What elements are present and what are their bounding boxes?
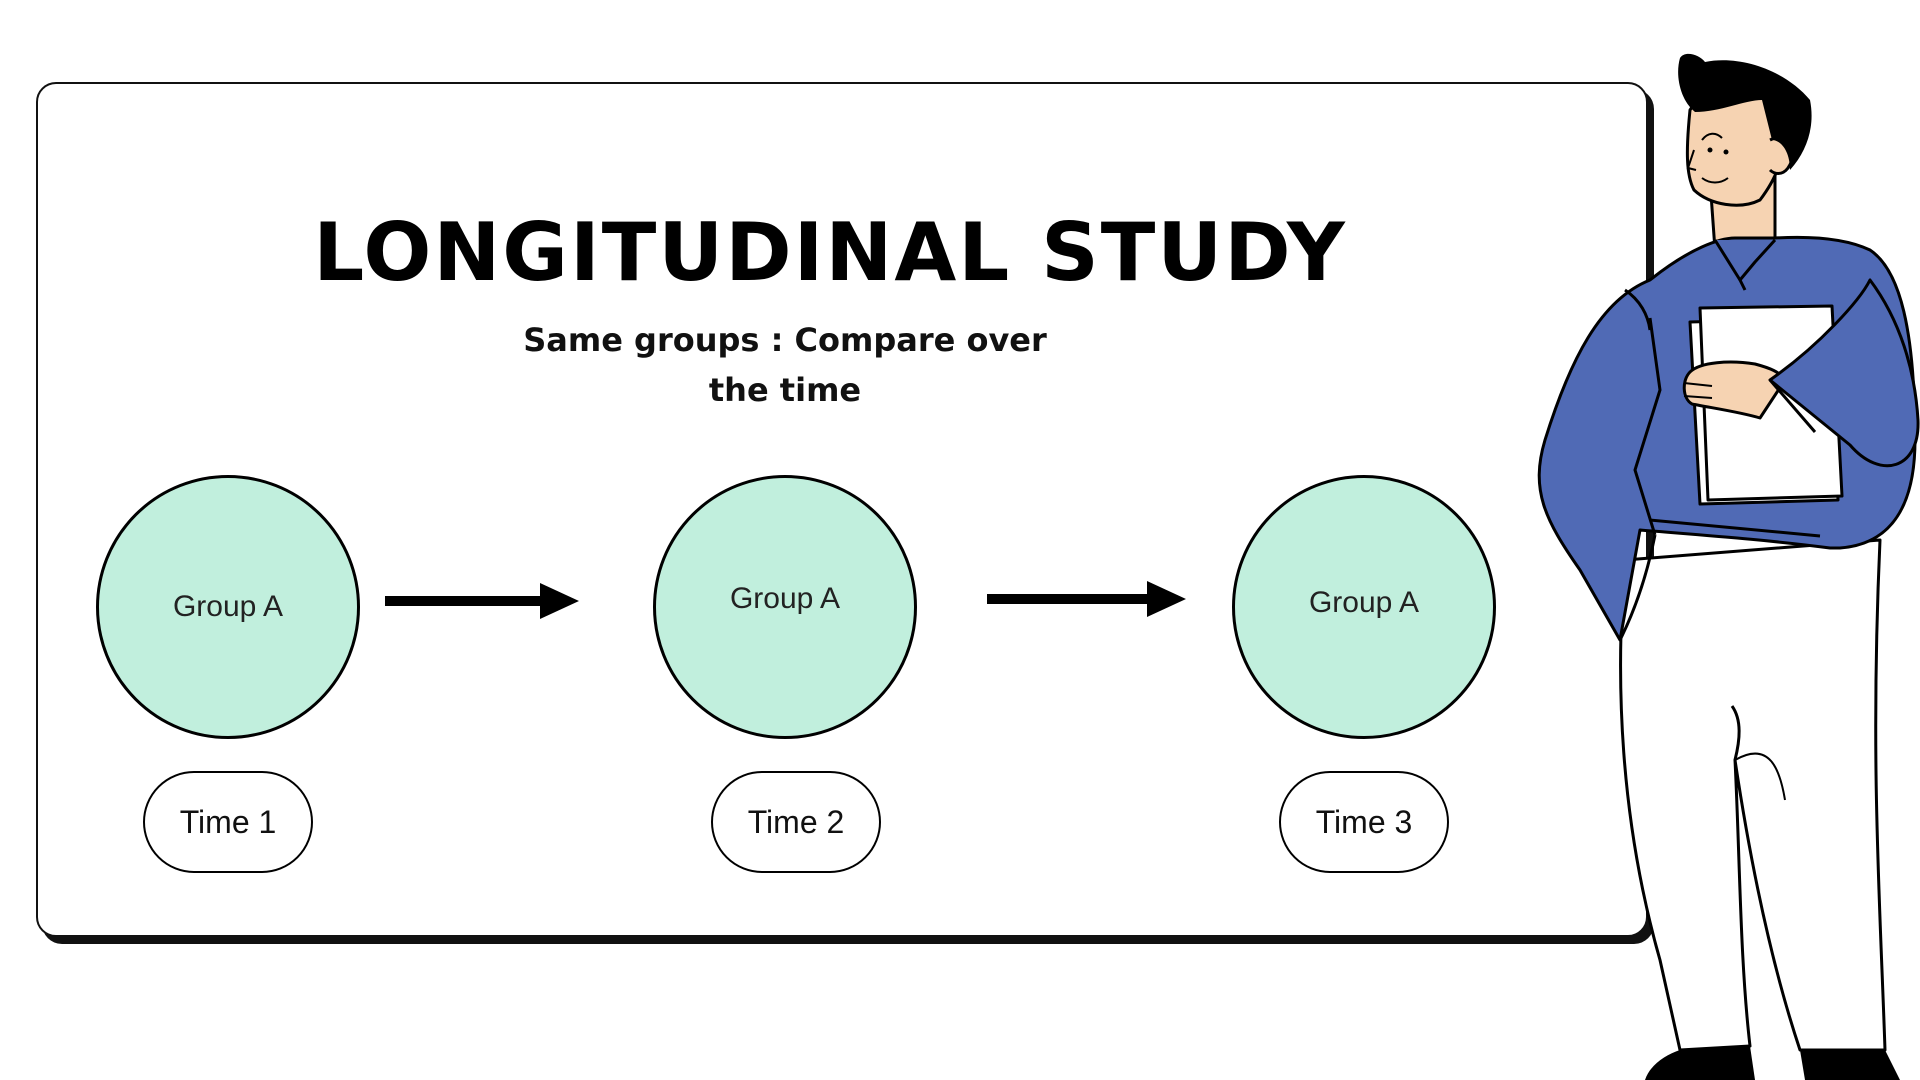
time-pill-2: Time 2 <box>711 771 881 873</box>
right-arrow-icon <box>987 578 1187 620</box>
time-pill-3-label: Time 3 <box>1316 804 1413 841</box>
group-node-3: Group A <box>1232 475 1496 739</box>
group-node-1: Group A <box>96 475 360 739</box>
time-pill-1: Time 1 <box>143 771 313 873</box>
group-node-3-label: Group A <box>1309 586 1419 620</box>
group-node-1-label: Group A <box>173 590 283 624</box>
time-pill-2-label: Time 2 <box>748 804 845 841</box>
person-holding-folder-icon <box>1530 50 1920 1080</box>
diagram-title: LONGITUDINAL STUDY <box>300 205 1360 301</box>
time-pill-3: Time 3 <box>1279 771 1449 873</box>
right-arrow-icon <box>385 580 580 622</box>
time-pill-1-label: Time 1 <box>180 804 277 841</box>
diagram-subtitle: Same groups : Compare over the time <box>500 315 1070 415</box>
group-node-2: Group A <box>653 475 917 739</box>
group-node-2-label: Group A <box>730 582 840 616</box>
